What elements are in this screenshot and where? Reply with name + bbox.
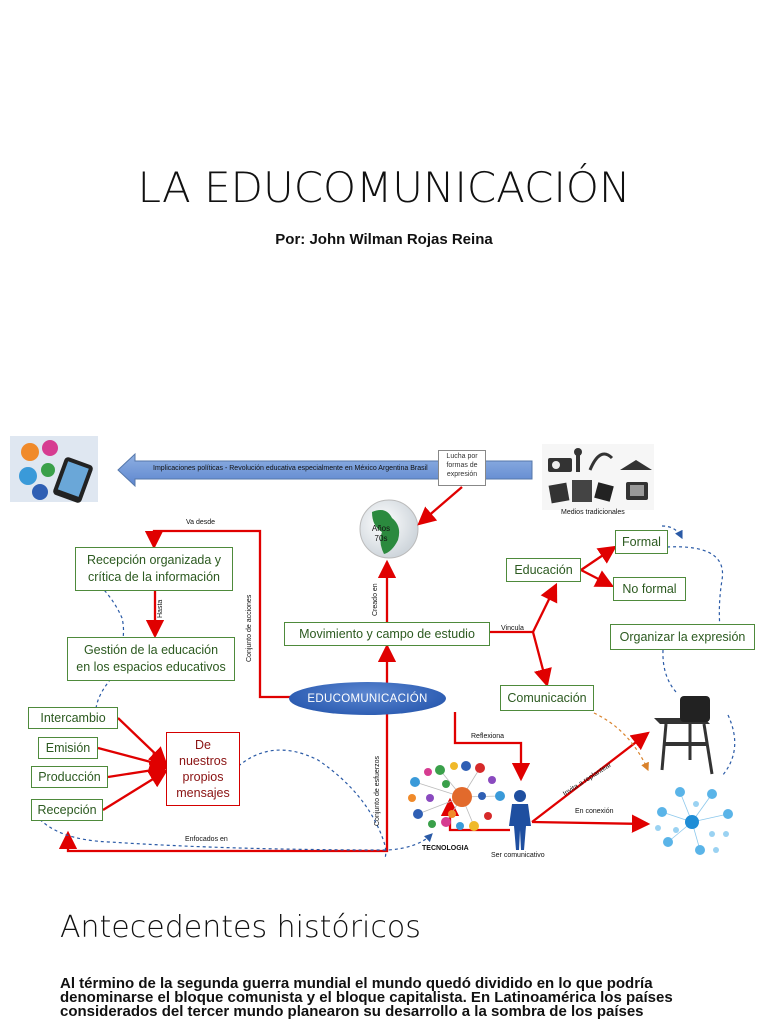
lucha-line: formas de [446, 461, 478, 469]
label-conjunto-esfuerzos: Conjunto de esfuerzos [374, 755, 381, 826]
lucha-line: expresión [446, 470, 478, 478]
node-line: Gestión de la educación [83, 643, 219, 658]
label-hasta: Hasta [157, 599, 164, 618]
node-comunicacion: Comunicación [500, 685, 594, 711]
node-line: Recepción organizada y [86, 553, 222, 568]
node-line: mensajes [176, 786, 230, 801]
paragraph-line: Al término de la segunda guerra mundial … [60, 975, 653, 992]
section-heading: Antecedentes históricos [60, 910, 421, 945]
node-mensajes: De nuestros propios mensajes [166, 732, 240, 806]
banner-arrow [117, 452, 533, 488]
label-conjunto-acciones: Conjunto de acciones [246, 594, 253, 662]
node-no-formal: No formal [613, 577, 686, 601]
social-phone-image [10, 436, 98, 503]
node-movimiento: Movimiento y campo de estudio [284, 622, 490, 646]
globe-label-line: Años [371, 524, 391, 533]
label-enfocados: Enfocados en [185, 836, 228, 843]
node-recepcion-organizada: Recepción organizada y crítica de la inf… [75, 547, 233, 591]
node-line: De [195, 737, 211, 752]
label-en-conexion: En conexión [575, 808, 614, 815]
section-paragraph: Al término de la segunda guerra mundial … [60, 975, 708, 1020]
globe-image [359, 499, 419, 559]
globe-label-line: 70s [374, 533, 388, 543]
node-educacion: Educación [506, 558, 581, 582]
label-va-desde: Va desde [186, 519, 216, 526]
label-reflexiona: Reflexiona [471, 733, 505, 740]
node-line: crítica de la información [87, 570, 220, 584]
lucha-line: Lucha por [446, 453, 478, 460]
technology-network-image [408, 761, 505, 831]
label-tecnologia: TECNOLOGIA [422, 845, 469, 852]
dashed-connectors [35, 525, 736, 859]
medios-label: Medios tradicionales [561, 509, 625, 516]
lucha-note: Lucha por formas de expresión [438, 450, 486, 486]
node-line: en los espacios educativos [76, 660, 226, 674]
label-creado-en: Creado en [372, 583, 379, 616]
node-gestion: Gestión de la educación en los espacios … [67, 637, 235, 681]
people-network-image [655, 787, 733, 855]
label-ser-comunicativo: Ser comunicativo [491, 852, 545, 859]
paragraph-line: considerados del tercer mundo planearon … [60, 1003, 644, 1020]
slide-title: LA EDUCOMUNICACIÓN [137, 163, 631, 212]
node-organizar: Organizar la expresión [610, 624, 755, 650]
slide-subtitle: Por: John Wilman Rojas Reina [275, 231, 493, 248]
label-vincula: Vincula [501, 625, 524, 632]
concept-map-connectors [10, 436, 736, 859]
node-line: propios [182, 770, 224, 784]
node-formal: Formal [615, 530, 668, 554]
node-emision: Emisión [38, 737, 98, 759]
paragraph-line: denominarse el bloque comunista y el blo… [60, 989, 673, 1006]
banner-text: Implicaciones políticas - Revolución edu… [153, 465, 428, 472]
traditional-media-image [542, 444, 654, 510]
node-line: nuestros [179, 753, 227, 768]
human-figure-image [509, 790, 531, 850]
node-intercambio: Intercambio [28, 707, 118, 729]
node-produccion: Producción [31, 766, 108, 788]
concept-map: Implicaciones políticas - Revolución edu… [0, 430, 768, 870]
globe-label: Años 70s [369, 524, 393, 543]
node-recepcion: Recepción [31, 799, 103, 821]
red-connectors [58, 486, 651, 853]
school-desk-image [654, 696, 714, 775]
center-node: EDUCOMUNICACIÓN [289, 682, 446, 715]
